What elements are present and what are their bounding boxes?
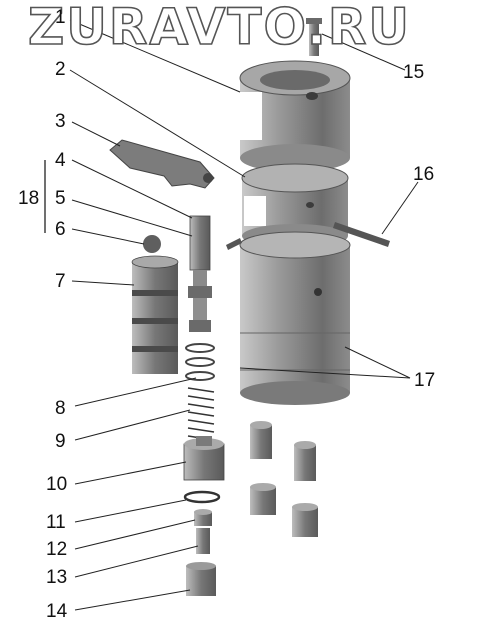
part-1-upper-sleeve bbox=[236, 60, 351, 172]
part-14-bushing bbox=[186, 562, 216, 596]
label-17: 17 bbox=[414, 370, 436, 391]
part-3-lever bbox=[109, 139, 215, 189]
label-12: 12 bbox=[46, 539, 68, 560]
part-11-ring bbox=[183, 490, 221, 504]
label-5: 5 bbox=[55, 188, 66, 209]
part-7-grooved-sleeve bbox=[131, 255, 179, 374]
part-17-housing bbox=[239, 231, 351, 405]
label-2: 2 bbox=[55, 59, 66, 80]
part-6-ball bbox=[143, 235, 161, 253]
part-8-washers bbox=[185, 343, 215, 381]
label-10: 10 bbox=[46, 474, 68, 495]
label-16: 16 bbox=[413, 164, 435, 185]
watermark-logo: ZURAVTO.RU bbox=[27, 0, 411, 56]
leader-lines bbox=[69, 19, 419, 611]
label-14: 14 bbox=[46, 601, 68, 622]
part-13-stem bbox=[196, 528, 210, 554]
part-valves-right bbox=[250, 421, 318, 537]
label-9: 9 bbox=[55, 431, 66, 452]
label-3: 3 bbox=[55, 111, 66, 132]
part-12-cap bbox=[194, 509, 212, 526]
label-15: 15 bbox=[403, 62, 425, 83]
part-10-nut bbox=[183, 436, 225, 481]
part-16-side-rod bbox=[333, 222, 390, 247]
label-18: 18 bbox=[18, 188, 40, 209]
label-8: 8 bbox=[55, 398, 66, 419]
label-7: 7 bbox=[55, 271, 66, 292]
label-6: 6 bbox=[55, 219, 66, 240]
label-11: 11 bbox=[46, 512, 66, 533]
label-4: 4 bbox=[55, 150, 66, 171]
part-4-5-plunger bbox=[188, 215, 242, 332]
part-15-pin bbox=[306, 18, 322, 56]
label-1: 1 bbox=[55, 7, 66, 28]
label-13: 13 bbox=[46, 567, 68, 588]
part-9-spring bbox=[187, 387, 215, 441]
part-2-middle-sleeve bbox=[241, 163, 349, 248]
